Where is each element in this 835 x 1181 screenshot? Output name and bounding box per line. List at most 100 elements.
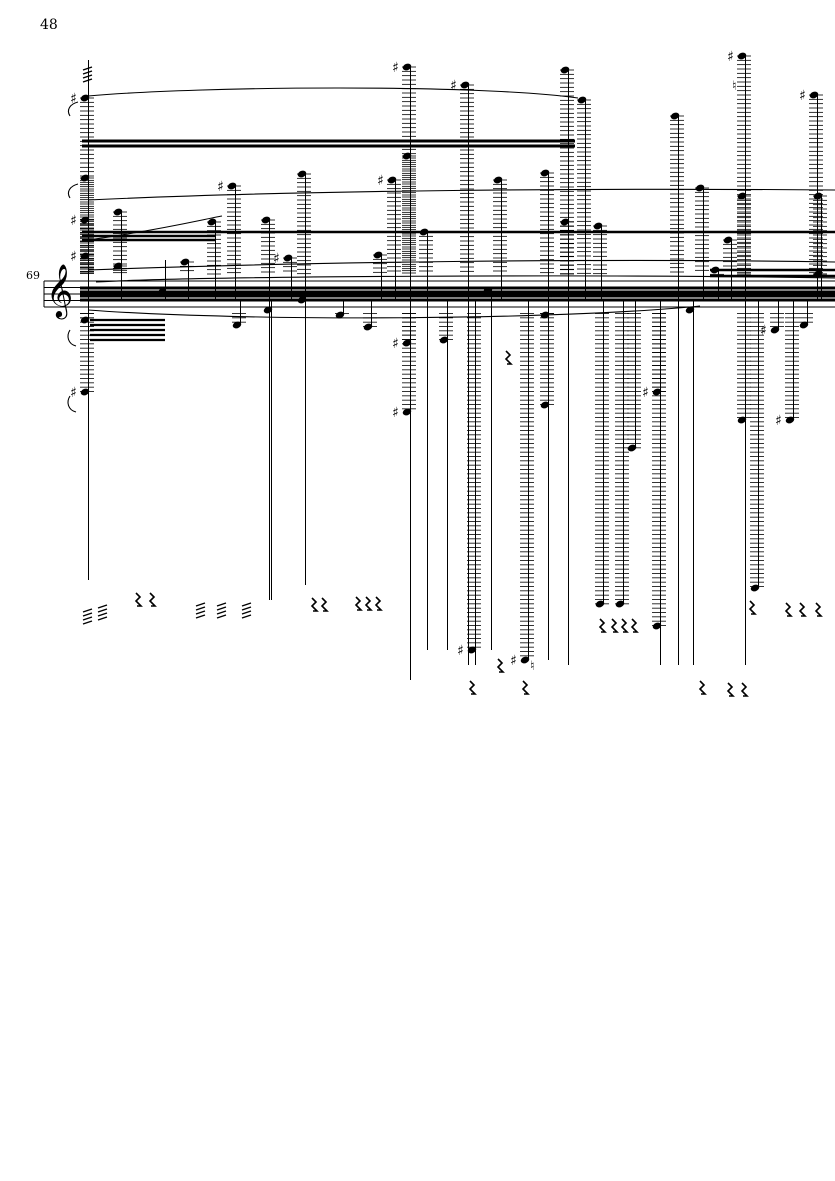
slur (67, 395, 77, 413)
sharp-icon: ♯ (217, 179, 224, 195)
notehead (297, 170, 307, 178)
quarter-rest-icon (364, 596, 373, 611)
quarter-rest-icon (620, 618, 629, 633)
ledger-line-group (80, 55, 827, 657)
notehead (627, 444, 637, 452)
quarter-rest-icon (798, 602, 807, 617)
tremolo-slash (97, 612, 108, 617)
tremolo-slash (82, 70, 93, 75)
rest-group (82, 66, 823, 697)
sharp-icon: ♯ (70, 213, 77, 229)
tremolo-slash (241, 610, 252, 615)
quarter-rest-icon (698, 680, 707, 695)
notehead (737, 416, 747, 424)
quarter-rest-icon (374, 596, 383, 611)
slur (67, 329, 77, 347)
notehead (227, 182, 237, 190)
notehead (593, 222, 603, 230)
notehead (387, 176, 397, 184)
tremolo-slash (82, 620, 93, 625)
notehead (460, 81, 470, 89)
tremolo-slash (216, 602, 227, 607)
notehead (80, 94, 90, 102)
sharp-icon: ♯ (775, 413, 782, 429)
notehead (577, 96, 587, 104)
quarter-rest-icon (748, 600, 757, 615)
notehead (670, 112, 680, 120)
notehead (80, 252, 90, 260)
quarter-rest-icon (630, 618, 639, 633)
notehead (419, 228, 429, 236)
notehead (785, 416, 795, 424)
notehead (560, 66, 570, 74)
notehead (615, 600, 625, 608)
notehead (540, 169, 550, 177)
tremolo-slash (82, 74, 93, 79)
sharp-icon: ♯ (642, 385, 649, 401)
beam-group (80, 139, 835, 342)
notehead (402, 152, 412, 160)
notehead (402, 339, 412, 347)
notehead (737, 192, 747, 200)
notehead (520, 656, 530, 664)
tremolo-slash (97, 608, 108, 613)
notehead (652, 622, 662, 630)
tremolo-slash (82, 612, 93, 617)
tremolo-slash (216, 606, 227, 611)
notehead-group (80, 52, 823, 664)
music-system: 𝄞 ♯♯♯♯♯♯♯♯♯♯♯♯♯♯♯♯♯♯♮♮ (43, 49, 835, 697)
sharp-icon: ♯ (70, 91, 77, 107)
sharp-icon: ♯ (392, 405, 399, 421)
notehead (799, 321, 809, 329)
measure-number: 69 (26, 269, 40, 282)
notehead (113, 208, 123, 216)
quarter-rest-icon (814, 602, 823, 617)
sharp-icon: ♯ (70, 385, 77, 401)
quarter-rest-icon (320, 597, 329, 612)
notehead (483, 286, 493, 294)
notehead (493, 176, 503, 184)
notehead (261, 216, 271, 224)
notehead (560, 218, 570, 226)
notehead (467, 646, 477, 654)
quarter-rest-icon (784, 602, 793, 617)
notehead (335, 311, 345, 319)
notehead (402, 63, 412, 71)
tremolo-slash (216, 610, 227, 615)
tremolo-slash (241, 602, 252, 607)
notehead (113, 262, 123, 270)
notehead (297, 296, 307, 304)
tremolo-slash (241, 614, 252, 619)
notehead (402, 408, 412, 416)
tremolo-slash (195, 606, 206, 611)
notehead (540, 401, 550, 409)
slur (87, 215, 223, 241)
notehead (80, 388, 90, 396)
quarter-rest-icon (598, 618, 607, 633)
tremolo-slash (195, 614, 206, 619)
notehead (685, 306, 695, 314)
notehead (80, 216, 90, 224)
tremolo-slash (241, 606, 252, 611)
quarter-rest-icon (468, 680, 477, 695)
slur (67, 101, 79, 117)
notehead (595, 600, 605, 608)
slur-group (67, 87, 835, 413)
quarter-rest-icon (496, 658, 505, 673)
quarter-rest-icon (148, 592, 157, 607)
tremolo-slash (97, 604, 108, 609)
notehead (80, 316, 90, 324)
notehead (207, 218, 217, 226)
sharp-icon: ♯ (377, 173, 384, 189)
tremolo-slash (82, 66, 93, 71)
sharp-icon: ♯ (450, 78, 457, 94)
notehead (737, 52, 747, 60)
sharp-icon: ♯ (799, 88, 806, 104)
tremolo-slash (82, 78, 93, 83)
notehead (180, 258, 190, 266)
sharp-icon: ♯ (510, 653, 517, 669)
quarter-rest-icon (740, 682, 749, 697)
natural-icon: ♮ (732, 79, 737, 94)
notehead (652, 388, 662, 396)
quarter-rest-icon (134, 592, 143, 607)
